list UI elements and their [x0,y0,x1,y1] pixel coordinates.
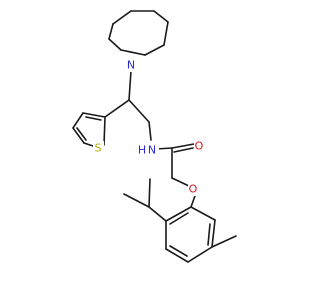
bond [128,70,132,101]
bond [148,178,151,208]
bond [211,219,216,248]
atom-label-ring-nitrogen: N [127,59,135,72]
bond [104,99,130,118]
benzene-ring [165,206,216,263]
bond [148,121,152,141]
bond [187,246,213,263]
atom-label-amide-nitrogen: N [148,144,156,157]
molecule-canvas: N S H N O O [72,10,237,263]
bond [108,38,122,51]
bond [190,206,216,221]
structure-drawing: N S H N O O [72,10,237,263]
bond [207,223,211,246]
atom-labels: N S H N O O [93,58,205,196]
bond [112,10,132,25]
bond [85,116,102,121]
bond [169,212,189,225]
bond [148,206,167,222]
bond [173,147,194,153]
atom-label-carbonyl-oxygen: O [195,140,204,153]
bond [171,143,195,149]
bond [165,248,189,263]
bond [72,112,84,129]
bond [72,127,85,144]
isopropyl-group [123,178,167,222]
bond [169,245,188,257]
bond [103,116,106,146]
bond [76,127,87,141]
bond [128,99,150,123]
bond [163,21,169,46]
bond [165,206,192,222]
bond [171,177,190,187]
bond [120,49,146,56]
azepane-ring [108,10,169,56]
bond [82,112,106,118]
atom-label-ether-oxygen: O [189,183,198,196]
atom-label-hydrogen: H [138,144,146,157]
bond [144,44,165,56]
bond [153,10,169,23]
bond [123,193,150,208]
bond [108,23,114,40]
atom-label-sulfur: S [95,142,102,155]
thiophene-ring [72,112,106,148]
bond [211,235,237,248]
